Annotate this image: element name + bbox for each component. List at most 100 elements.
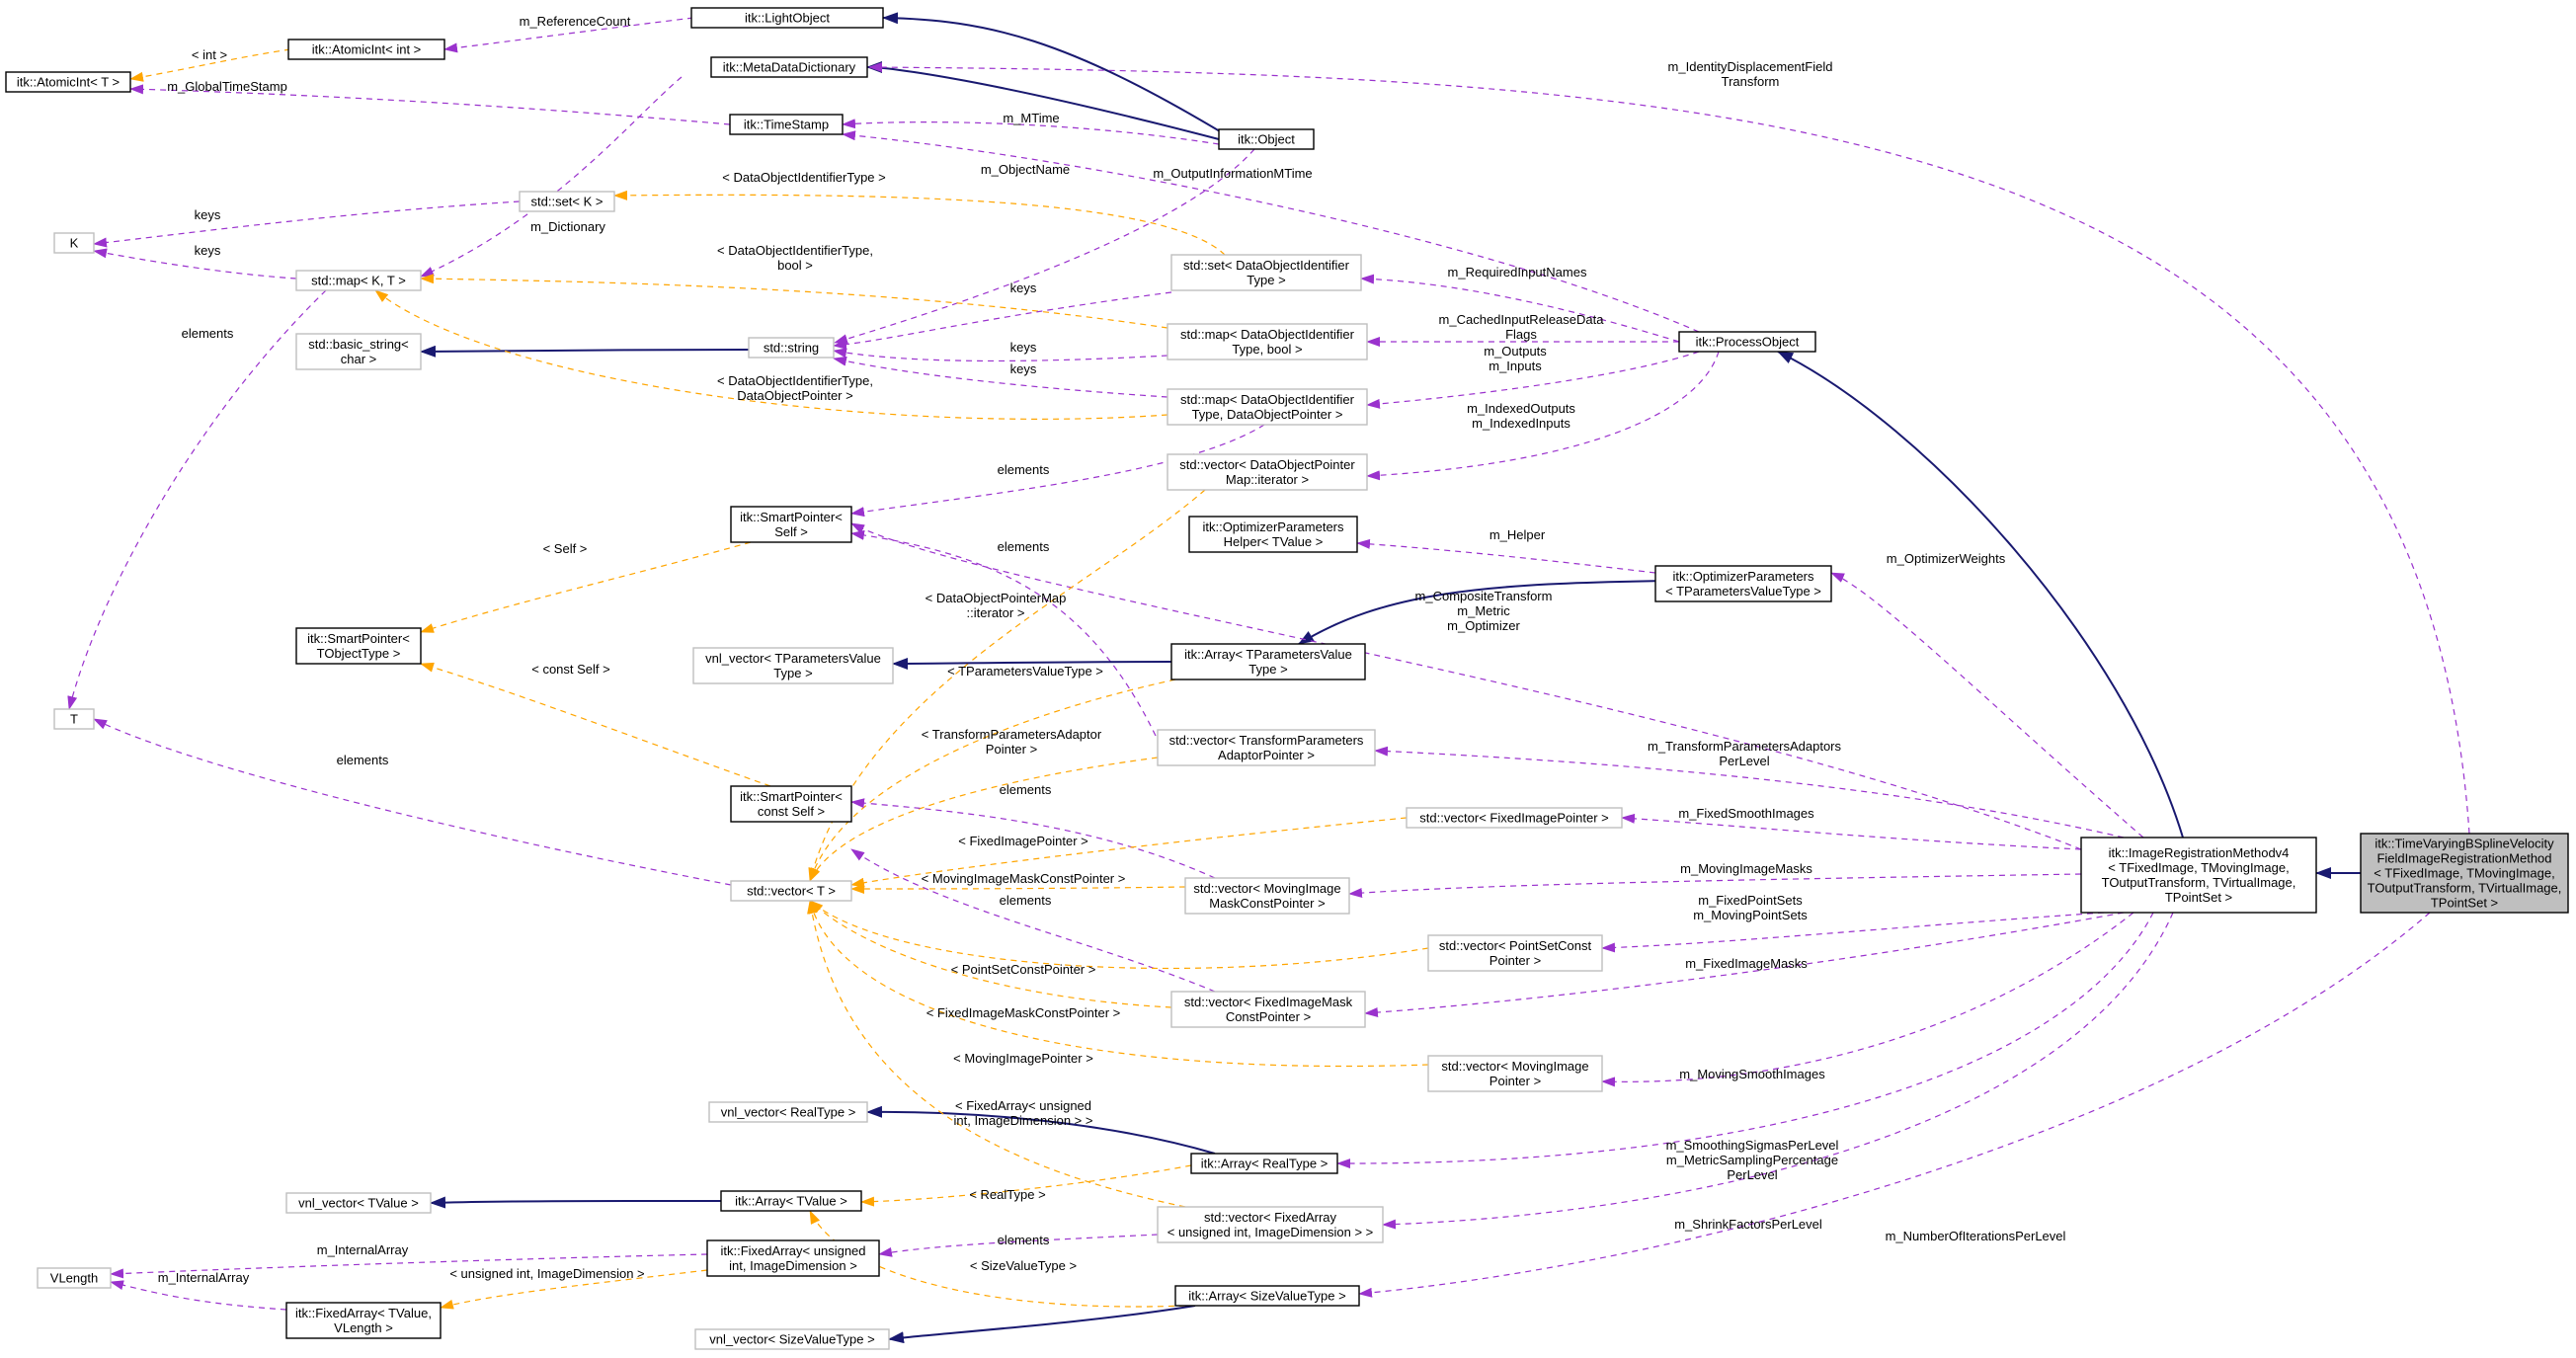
class-node-vector-fixedarray[interactable]: std::vector< FixedArray< unsigned int, I… (1157, 1206, 1384, 1243)
edge-label-output-info-mtime: m_OutputInformationMTime (1153, 166, 1312, 181)
class-node-array-tpv[interactable]: itk::Array< TParametersValueType > (1170, 643, 1366, 680)
usage-edge-output_info_mtime (842, 130, 1700, 333)
edge-label-mip-tmpl: < MovingImagePointer > (953, 1051, 1093, 1066)
class-node-object[interactable]: itk::Object (1218, 128, 1315, 150)
class-box (729, 114, 844, 135)
class-node-smartpointer-constself[interactable]: itk::SmartPointer<const Self > (730, 785, 852, 823)
class-label-line: AdaptorPointer > (1218, 748, 1315, 762)
usage-edge-indexed_outputs_inputs (1366, 351, 1720, 481)
class-label-line: < unsigned int, ImageDimension > > (1167, 1225, 1374, 1239)
class-box (690, 7, 884, 29)
class-box (1427, 1055, 1603, 1092)
class-box (1654, 565, 1832, 602)
edge-label-uint-imagedim-tmpl: < unsigned int, ImageDimension > (449, 1266, 644, 1281)
inheritance-edge-lightobject (882, 12, 1226, 135)
edge-label-objectname: m_ObjectName (981, 162, 1070, 177)
class-node-array-real[interactable]: itk::Array< RealType > (1190, 1153, 1338, 1174)
class-node-timestamp[interactable]: itk::TimeStamp (729, 114, 844, 135)
class-label-line: itk::SmartPointer< (740, 510, 843, 524)
class-node-map-doi-dop[interactable]: std::map< DataObjectIdentifierType, Data… (1167, 388, 1368, 426)
class-box (295, 627, 422, 665)
class-label-line: std::vector< DataObjectPointer (1179, 457, 1355, 472)
class-node-processobject[interactable]: itk::ProcessObject (1678, 331, 1816, 353)
class-node-string[interactable]: std::string (748, 337, 835, 359)
edge-label-shrink-factors: m_ShrinkFactorsPerLevel (1674, 1217, 1822, 1232)
edge-label-helper: m_Helper (1489, 527, 1546, 542)
usage-edge-keys_map_doi_bool (833, 348, 1168, 362)
class-node-fixedarray-tvalue[interactable]: itk::FixedArray< TValue,VLength > (285, 1302, 442, 1339)
usage-edge-outputs_inputs (1366, 351, 1700, 409)
class-node-atomicint-int[interactable]: itk::AtomicInt< int > (287, 39, 445, 60)
class-node-irm4[interactable]: itk::ImageRegistrationMethodv4< TFixedIm… (2080, 837, 2317, 914)
class-node-smartpointer-tobj[interactable]: itk::SmartPointer<TObjectType > (295, 627, 422, 665)
class-box (694, 1328, 890, 1350)
class-node-vector-fip[interactable]: std::vector< FixedImagePointer > (1406, 807, 1623, 829)
class-box (1218, 128, 1315, 150)
class-label-line: K (70, 236, 79, 251)
class-label-line: itk::ImageRegistrationMethodv4 (2109, 845, 2290, 860)
class-box (1188, 516, 1358, 553)
class-node-vnl-vector-real[interactable]: vnl_vector< RealType > (708, 1101, 868, 1123)
edge-label-fixed-image-masks: m_FixedImageMasks (1685, 956, 1808, 971)
class-box (1170, 991, 1366, 1028)
class-node-tvbsv[interactable]: itk::TimeVaryingBSplineVelocityFieldImag… (2360, 833, 2569, 914)
edge-label-internal-array-1: m_InternalArray (317, 1242, 409, 1257)
usage-edge-global_timestamp (129, 84, 731, 125)
class-node-vnl-vector-sizevalue[interactable]: vnl_vector< SizeValueType > (694, 1328, 890, 1350)
class-node-vector-fimcp[interactable]: std::vector< FixedImageMaskConstPointer … (1170, 991, 1366, 1028)
class-node-basic-string[interactable]: std::basic_string<char > (295, 333, 422, 370)
class-node-array-tvalue[interactable]: itk::Array< TValue > (720, 1190, 862, 1212)
class-box (748, 337, 835, 359)
template-edge-fixedarray_uint_tmpl (807, 900, 1186, 1208)
class-box (730, 506, 852, 543)
class-node-k[interactable]: K (53, 232, 95, 254)
template-edge-fimcp_tmpl (809, 900, 1172, 1008)
class-node-vector-pscp[interactable]: std::vector< PointSetConstPointer > (1427, 934, 1603, 972)
edge-label-dopm-iterator: < DataObjectPointerMap::iterator > (926, 591, 1067, 620)
class-node-vector-mimcp[interactable]: std::vector< MovingImageMaskConstPointer… (1184, 877, 1350, 915)
class-node-optparams[interactable]: itk::OptimizerParameters< TParametersVal… (1654, 565, 1832, 602)
class-box (1170, 254, 1362, 291)
usage-edge-shrink_factors (1382, 912, 2174, 1230)
usage-edge-helper (1356, 538, 1656, 574)
class-box (295, 333, 422, 370)
class-label-line: itk::OptimizerParameters (1202, 519, 1344, 534)
usage-edge-moving_smooth_images (1601, 912, 2134, 1087)
class-node-vector-dopm-iter[interactable]: std::vector< DataObjectPointerMap::itera… (1167, 453, 1368, 491)
class-node-vlength[interactable]: VLength (37, 1267, 112, 1289)
edge-label-doi-dop: < DataObjectIdentifierType,DataObjectPoi… (717, 373, 873, 403)
class-label-line: itk::LightObject (745, 11, 830, 26)
class-node-set-k[interactable]: std::set< K > (519, 191, 615, 212)
class-node-t[interactable]: T (53, 708, 95, 730)
class-node-lightobject[interactable]: itk::LightObject (690, 7, 884, 29)
class-box (1157, 729, 1376, 766)
class-node-vector-mip[interactable]: std::vector< MovingImagePointer > (1427, 1055, 1603, 1092)
edge-label-mtime: m_MTime (1003, 111, 1059, 125)
edge-label-keys-set-k: keys (195, 207, 221, 222)
class-node-map-kt[interactable]: std::map< K, T > (295, 270, 422, 291)
class-node-vector-t[interactable]: std::vector< T > (730, 880, 852, 902)
class-label-line: < TParametersValueType > (1665, 584, 1821, 599)
class-node-smartpointer-self[interactable]: itk::SmartPointer<Self > (730, 506, 852, 543)
usage-edge-fixed_image_masks (1364, 912, 2125, 1018)
class-node-set-doi[interactable]: std::set< DataObjectIdentifierType > (1170, 254, 1362, 291)
class-node-map-doi-bool[interactable]: std::map< DataObjectIdentifierType, bool… (1167, 323, 1368, 360)
class-box (1167, 323, 1368, 360)
usage-edge-elements_t (93, 718, 732, 886)
class-node-array-sizevalue[interactable]: itk::Array< SizeValueType > (1174, 1285, 1360, 1307)
class-node-atomicint-t[interactable]: itk::AtomicInt< T > (5, 71, 131, 93)
class-node-vector-tpap[interactable]: std::vector< TransformParametersAdaptorP… (1157, 729, 1376, 766)
class-node-vnl-vector-tvalue[interactable]: vnl_vector< TValue > (285, 1192, 432, 1214)
class-label-line: Type > (773, 666, 812, 680)
class-node-metadatadictionary[interactable]: itk::MetaDataDictionary (710, 56, 868, 78)
usage-edge-optimizer_weights (1830, 572, 2144, 839)
edge-label-moving-image-masks: m_MovingImageMasks (1680, 861, 1812, 876)
class-label-line: ConstPointer > (1226, 1009, 1311, 1024)
class-node-vnl-vector-tpv[interactable]: vnl_vector< TParametersValueType > (692, 647, 894, 684)
